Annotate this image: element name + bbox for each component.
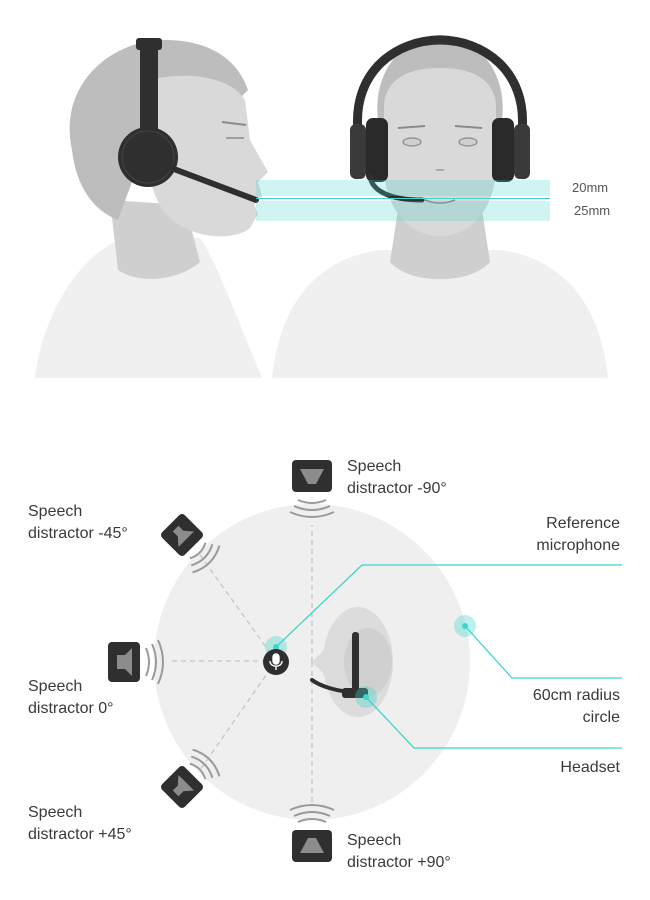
label-distractor-0-line1: Speech (28, 678, 82, 695)
front-mouth (424, 199, 456, 204)
front-eye-right (458, 137, 478, 147)
label-distractor-0-line2: distractor 0° (28, 700, 114, 717)
front-headband (353, 35, 527, 137)
guide-line-plus45 (199, 660, 277, 771)
speaker-minus45 (161, 514, 221, 574)
label-distractor-plus90-line1: Speech (347, 832, 401, 849)
speaker-minus90 (289, 460, 335, 518)
nose-top-view (312, 650, 324, 674)
sound-waves-icon (289, 499, 335, 518)
speaker-minus90-cone (300, 469, 324, 484)
speaker-0-cone (117, 648, 132, 676)
callout-line-radius-circle (464, 625, 622, 679)
label-distractor-minus90-line1: Speech (347, 458, 401, 475)
front-earcup-left (366, 118, 388, 182)
guide-lines (170, 525, 313, 804)
label-radius-circle-line1: 60cm radius (533, 687, 620, 704)
speaker-plus90-cone (300, 838, 324, 853)
callout-line-reference-mic (275, 564, 622, 648)
hair-top-view (344, 628, 392, 696)
front-boom-arm (367, 173, 425, 203)
label-distractor-minus45-line2: distractor -45° (28, 525, 128, 542)
dimension-25mm: 25mm (574, 203, 610, 218)
front-shoulders (272, 250, 608, 378)
speaker-plus45 (161, 748, 221, 808)
test-setup-diagram: Speech distractor -90° Speech distractor… (28, 458, 622, 871)
front-earcup-left-outer (350, 124, 366, 179)
guide-line-minus45 (199, 554, 277, 662)
callout-lines (275, 564, 622, 749)
side-boom-arm (147, 157, 259, 203)
dimension-20mm: 20mm (572, 180, 608, 195)
label-distractor-minus90-line2: distractor -90° (347, 480, 447, 497)
side-profile-illustration (35, 38, 268, 378)
band-20mm (256, 180, 550, 196)
speaker-0 (108, 639, 164, 685)
front-face (384, 68, 496, 236)
reference-microphone (263, 636, 289, 675)
sound-waves-icon (289, 804, 335, 823)
front-brow-left (397, 125, 426, 129)
side-profile-brow (221, 121, 247, 126)
label-distractor-plus45-line1: Speech (28, 804, 82, 821)
side-earcup-ring (121, 130, 175, 184)
callout-line-headset (365, 696, 622, 749)
front-view-illustration (272, 35, 608, 378)
speaker-plus90 (289, 804, 335, 862)
front-brow-right (454, 125, 483, 129)
front-earcup-right (492, 118, 514, 182)
label-distractor-minus45-line1: Speech (28, 503, 82, 520)
label-headset: Headset (560, 759, 620, 776)
front-eye-left (402, 137, 422, 147)
sound-waves-icon (145, 639, 164, 685)
side-earcup (118, 127, 178, 187)
label-distractor-plus90-line2: distractor +90° (347, 854, 451, 871)
sound-waves-icon (189, 748, 221, 780)
sound-waves-icon (189, 542, 221, 574)
microphone-icon (269, 653, 283, 670)
band-25mm (256, 201, 550, 221)
side-profile-shoulders (35, 238, 262, 378)
front-earcup-right-outer (514, 124, 530, 179)
label-reference-microphone-line2: microphone (536, 537, 620, 554)
label-reference-microphone-line1: Reference (546, 515, 620, 532)
label-radius-circle-line2: circle (583, 709, 620, 726)
side-headband-cap (136, 38, 162, 50)
side-headband (140, 40, 158, 140)
headset-earcup-top (342, 688, 368, 698)
headset-headband-top (352, 632, 359, 692)
headset-top-view (310, 632, 368, 698)
label-distractor-plus45-line2: distractor +45° (28, 826, 132, 843)
mic-placement-bands: 20mm 25mm (256, 180, 610, 221)
